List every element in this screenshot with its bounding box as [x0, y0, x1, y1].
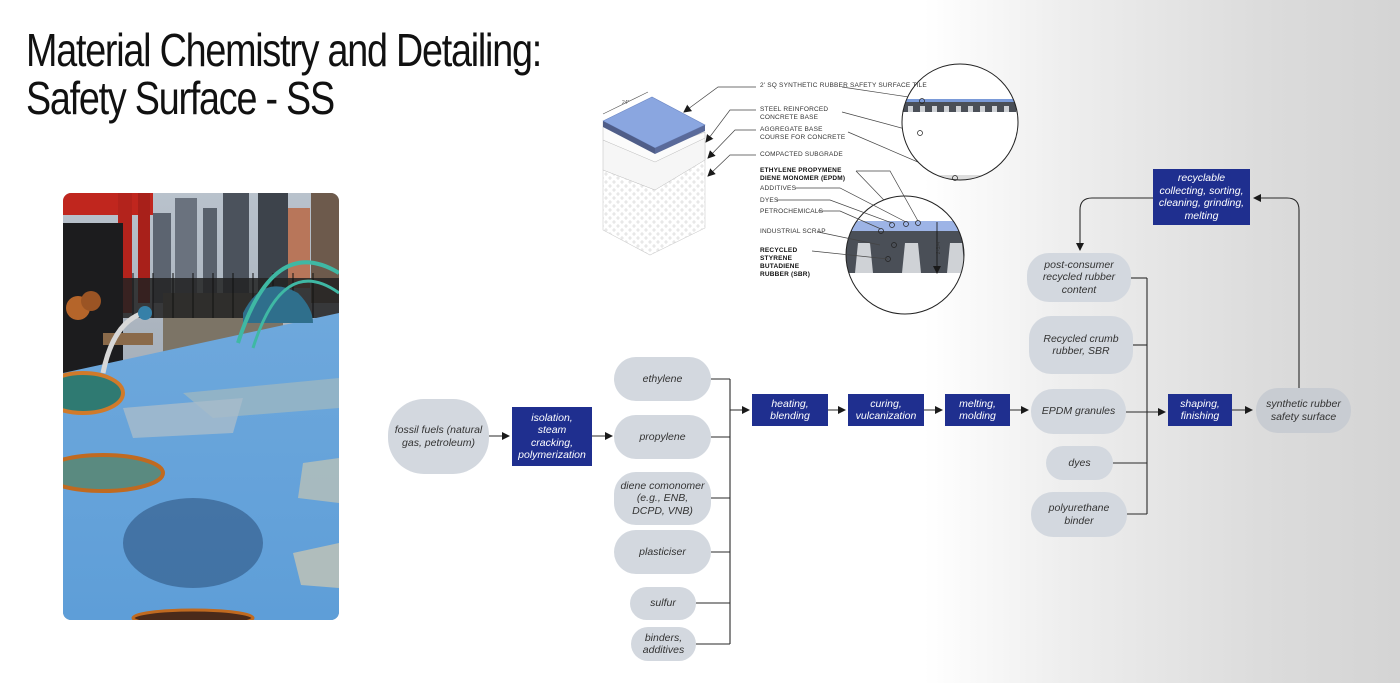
process-recycling: recyclable collecting, sorting, cleaning… [1153, 169, 1250, 225]
title-line-1: Material Chemistry and Detailing: [26, 24, 542, 76]
ingredient-propylene: propylene [614, 415, 711, 459]
playground-photo-illustration [63, 193, 339, 620]
lower-detail-circle [846, 196, 964, 314]
callout-recycled-sbr: RECYCLED STYRENE BUTADIENE RUBBER (SBR) [760, 247, 811, 278]
component-epdm-granules: EPDM granules [1031, 389, 1126, 434]
callout-epdm: ETHYLENE PROPYMENE DIENE MONOMER (EPDM) [760, 167, 846, 182]
component-dyes: dyes [1046, 446, 1113, 480]
process-heating-blending: heating, blending [752, 394, 828, 426]
component-post-consumer-rubber: post-consumer recycled rubber content [1027, 253, 1131, 302]
composition-leader-lines [776, 170, 919, 260]
page-title: Material Chemistry and Detailing: Safety… [26, 24, 542, 124]
callout-petrochemicals: PETROCHEMICALS [760, 208, 824, 215]
upper-detail-circle [902, 64, 1018, 180]
ingredient-binders-additives: binders, additives [631, 627, 696, 661]
callout-aggregate-base: AGGREGATE BASE COURSE FOR CONCRETE [760, 126, 846, 141]
callout-compacted-subgrade: COMPACTED SUBGRADE [760, 151, 843, 158]
title-line-2: Safety Surface - SS [26, 72, 335, 124]
dimension-label: 24" [622, 100, 630, 106]
callout-concrete-base: STEEL REINFORCED CONCRETE BASE [760, 106, 829, 121]
callout-industrial-scrap: INDUSTRIAL SCRAP [760, 228, 826, 235]
ingredient-ethylene: ethylene [614, 357, 711, 401]
thickness-label: 2-3/4" [936, 239, 943, 255]
process-shaping-finishing: shaping, finishing [1168, 394, 1232, 426]
process-isolation-cracking: isolation, steam cracking, polymerizatio… [512, 407, 592, 466]
callout-safety-surface-tile: 2' SQ SYNTHETIC RUBBER SAFETY SURFACE TI… [760, 82, 927, 89]
ingredient-sulfur: sulfur [630, 587, 696, 620]
node-fossil-fuels: fossil fuels (natural gas, petroleum) [388, 399, 489, 474]
playground-photo [63, 193, 339, 620]
process-curing-vulcanization: curing, vulcanization [848, 394, 924, 426]
ingredient-plasticiser: plasticiser [614, 530, 711, 574]
product-synthetic-rubber-safety-surface: synthetic rubber safety surface [1256, 388, 1351, 433]
flow-connectors [489, 194, 1300, 645]
isometric-section-block [602, 91, 706, 256]
ingredient-diene-comonomer: diene comonomer (e.g., ENB, DCPD, VNB) [614, 472, 711, 525]
process-melting-molding: melting, molding [945, 394, 1010, 426]
component-recycled-crumb-rubber: Recycled crumb rubber, SBR [1029, 316, 1133, 374]
component-polyurethane-binder: polyurethane binder [1031, 492, 1127, 537]
callout-additives: ADDITIVES [760, 185, 797, 192]
callout-dyes: DYES [760, 197, 779, 204]
